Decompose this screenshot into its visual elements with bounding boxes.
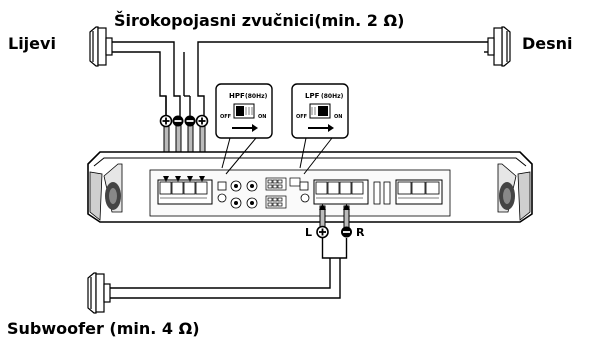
subwoofer-label: Subwoofer (min. 4 Ω) (7, 319, 200, 338)
subwoofer-polarity-marks: L R (305, 225, 365, 239)
amplifier-body (87, 151, 533, 223)
fuse-slots (373, 181, 391, 205)
right-speaker-label: Desni (522, 34, 573, 53)
hpf-freq: (80Hz) (245, 93, 268, 100)
sub-right-label: R (356, 226, 365, 239)
subwoofer-terminal-block (313, 179, 369, 205)
center-connectors (265, 177, 301, 209)
right-speaker (487, 26, 511, 67)
subwoofer-speaker (87, 272, 111, 314)
hpf-on-label: ON (258, 114, 266, 120)
lpf-off-label: OFF (296, 114, 307, 120)
lpf-switch-callout: LPF (80Hz) OFF ON (291, 83, 349, 175)
lpf-freq: (80Hz) (321, 93, 344, 100)
left-speaker (89, 26, 113, 67)
lpf-on-label: ON (334, 114, 342, 120)
right-speaker-wires (197, 41, 488, 118)
hpf-title: HPF (229, 92, 245, 100)
left-speaker-wires (112, 41, 181, 118)
lpf-controls (299, 181, 310, 203)
fullrange-title: Širokopojasni zvučnici(min. 2 Ω) (114, 11, 404, 30)
power-terminal-block (395, 179, 443, 205)
hpf-controls (217, 180, 258, 209)
hpf-off-label: OFF (220, 114, 231, 120)
fullrange-polarity-marks (159, 114, 209, 128)
hpf-switch-callout: HPF (80Hz) OFF ON (215, 83, 273, 175)
left-speaker-label: Lijevi (8, 34, 56, 53)
subwoofer-wires (110, 238, 348, 299)
sub-left-label: L (305, 226, 312, 239)
lpf-title: LPF (305, 92, 320, 100)
fullrange-terminal-block (157, 176, 213, 205)
